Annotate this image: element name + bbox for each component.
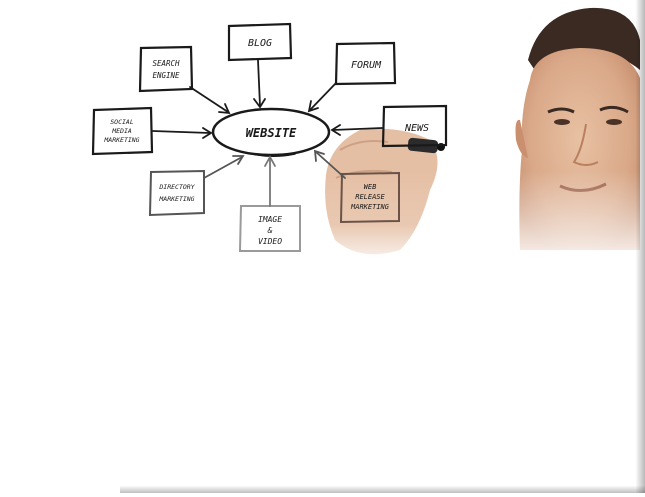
web-release-label-2: RELEASE (355, 193, 385, 201)
box-news (381, 104, 448, 148)
web-release-label-3: MARKETING (350, 203, 390, 211)
web-release-label-1: WEB (364, 183, 377, 191)
box-web-release (339, 171, 400, 224)
box-social-media (91, 106, 154, 156)
image-video-label-3: VIDEO (258, 237, 282, 246)
box-blog (227, 22, 293, 62)
directory-label-2: MARKETING (158, 195, 194, 203)
box-directory (148, 169, 205, 217)
directory-label-1: DIRECTORY (158, 183, 195, 191)
search-engine-label-1: SEARCH (152, 59, 180, 68)
social-label-1: SOCIAL (110, 118, 134, 126)
box-forum (334, 41, 397, 86)
search-engine-label-2: ENGINE (152, 71, 180, 80)
blog-label: BLOG (248, 38, 272, 49)
center-label: WEBSITE (246, 126, 297, 140)
box-search-engine (138, 45, 194, 93)
box-image-video (238, 205, 301, 252)
frame-shadow-bottom (120, 486, 645, 493)
man-portrait (510, 7, 645, 270)
social-label-3: MARKETING (103, 136, 139, 144)
image-video-label-2: & (267, 226, 273, 235)
image-video-label-1: IMAGE (258, 215, 282, 224)
center-ellipse (211, 107, 331, 157)
website-mindmap: WEBSITE BLOG SEARCH ENGINE FORUM SOCIAL … (91, 22, 448, 252)
frame-shadow-right (636, 0, 645, 493)
news-label: NEWS (404, 123, 429, 134)
forum-label: FORUM (351, 60, 382, 71)
social-label-2: MEDIA (111, 127, 132, 135)
